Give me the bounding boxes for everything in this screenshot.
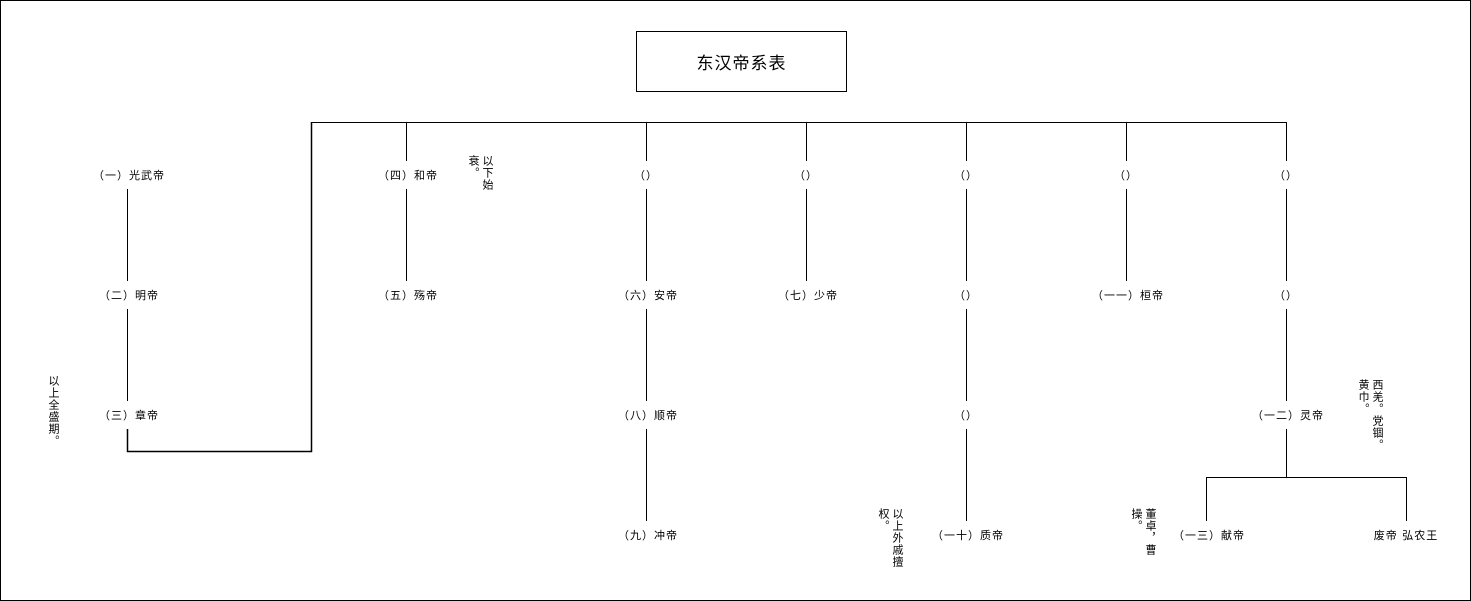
node-guangwudi: （一）光武帝	[91, 167, 167, 183]
node-zhidi: （一十）质帝	[930, 527, 1006, 543]
chart-title: 东汉帝系表	[636, 31, 847, 92]
node-feidi-hongnongwang: 废帝 弘农王	[1371, 527, 1441, 543]
node-andi: （六）安帝	[616, 287, 680, 303]
node-shangdi: （五）殇帝	[376, 287, 440, 303]
node-shaodi: （七）少帝	[776, 287, 840, 303]
note-consort-power: 以上外戚擅权。	[877, 508, 904, 568]
node-empty: （）	[1272, 167, 1300, 183]
node-empty: （）	[1272, 287, 1300, 303]
node-empty: （）	[1112, 167, 1140, 183]
node-huandi: （一一）桓帝	[1090, 287, 1166, 303]
zhangdi-link-line	[126, 122, 313, 453]
note-decline: 以下始衰。	[467, 155, 494, 191]
node-empty: （）	[952, 167, 980, 183]
node-empty: （）	[792, 167, 820, 183]
note-golden-age: 以上全盛期。	[47, 375, 60, 447]
node-mingdi: （二）明帝	[97, 287, 161, 303]
node-empty: （）	[952, 407, 980, 423]
node-chongdi: （九）冲帝	[616, 527, 680, 543]
note-dong-cao: 董卓，曹操。	[1130, 508, 1157, 556]
node-xiandi: （一三）献帝	[1171, 527, 1247, 543]
node-empty: （）	[632, 167, 660, 183]
node-zhangdi: （三）章帝	[97, 407, 161, 423]
node-shundi: （八）顺帝	[616, 407, 680, 423]
node-lingdi: （一二）灵帝	[1250, 407, 1326, 423]
note-troubles: 西羌。党锢。黄巾。	[1357, 379, 1384, 451]
node-hedi: （四）和帝	[376, 167, 440, 183]
node-empty: （）	[952, 287, 980, 303]
